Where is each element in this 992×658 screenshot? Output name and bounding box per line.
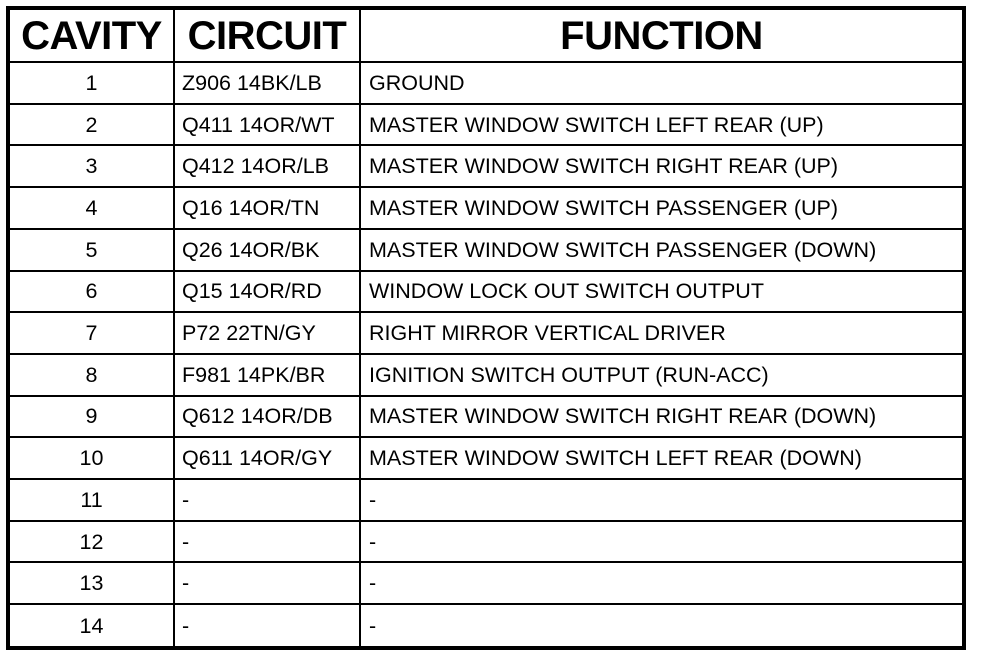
table-row: 11-- <box>10 478 962 522</box>
cell-cavity: 3 <box>10 144 175 189</box>
cell-function: - <box>359 519 962 564</box>
cell-circuit: Q611 14OR/GY <box>173 436 361 481</box>
cell-cavity: 6 <box>10 269 175 314</box>
column-header-function: FUNCTION <box>359 10 962 63</box>
cell-cavity: 13 <box>10 561 175 606</box>
cell-cavity: 1 <box>10 61 175 105</box>
cell-circuit: Q26 14OR/BK <box>173 227 361 272</box>
cell-circuit: - <box>173 478 361 522</box>
cell-circuit: Q16 14OR/TN <box>173 186 361 230</box>
cell-cavity: 14 <box>10 603 175 646</box>
cell-cavity: 2 <box>10 102 175 147</box>
cell-cavity: 11 <box>10 478 175 522</box>
cell-function: - <box>359 603 962 646</box>
cell-circuit: - <box>173 603 361 646</box>
cell-circuit: - <box>173 561 361 606</box>
cell-cavity: 9 <box>10 394 175 439</box>
cell-function: RIGHT MIRROR VERTICAL DRIVER <box>359 311 962 355</box>
cell-circuit: - <box>173 519 361 564</box>
cell-function: MASTER WINDOW SWITCH LEFT REAR (UP) <box>359 102 962 147</box>
cell-function: GROUND <box>359 61 962 105</box>
header-row: CAVITY CIRCUIT FUNCTION <box>10 10 962 63</box>
table-row: 12-- <box>10 519 962 564</box>
column-header-cavity: CAVITY <box>10 10 175 63</box>
cell-function: MASTER WINDOW SWITCH RIGHT REAR (UP) <box>359 144 962 189</box>
cell-circuit: Q15 14OR/RD <box>173 269 361 314</box>
cell-circuit: P72 22TN/GY <box>173 311 361 355</box>
cell-circuit: Z906 14BK/LB <box>173 61 361 105</box>
cell-circuit: Q412 14OR/LB <box>173 144 361 189</box>
cell-cavity: 5 <box>10 227 175 272</box>
cell-function: - <box>359 478 962 522</box>
cell-cavity: 8 <box>10 352 175 397</box>
cell-cavity: 7 <box>10 311 175 355</box>
cell-circuit: Q411 14OR/WT <box>173 102 361 147</box>
cell-function: MASTER WINDOW SWITCH PASSENGER (UP) <box>359 186 962 230</box>
cell-cavity: 12 <box>10 519 175 564</box>
cell-function: MASTER WINDOW SWITCH LEFT REAR (DOWN) <box>359 436 962 481</box>
table-header: CAVITY CIRCUIT FUNCTION <box>10 10 962 63</box>
cell-circuit: Q612 14OR/DB <box>173 394 361 439</box>
cell-cavity: 10 <box>10 436 175 481</box>
cell-function: MASTER WINDOW SWITCH RIGHT REAR (DOWN) <box>359 394 962 439</box>
cell-circuit: F981 14PK/BR <box>173 352 361 397</box>
cell-function: MASTER WINDOW SWITCH PASSENGER (DOWN) <box>359 227 962 272</box>
cell-function: WINDOW LOCK OUT SWITCH OUTPUT <box>359 269 962 314</box>
column-header-circuit: CIRCUIT <box>173 10 361 63</box>
cell-function: - <box>359 561 962 606</box>
table-row: 14-- <box>10 603 962 646</box>
table-row: 13-- <box>10 561 962 606</box>
cell-cavity: 4 <box>10 186 175 230</box>
cell-function: IGNITION SWITCH OUTPUT (RUN-ACC) <box>359 352 962 397</box>
